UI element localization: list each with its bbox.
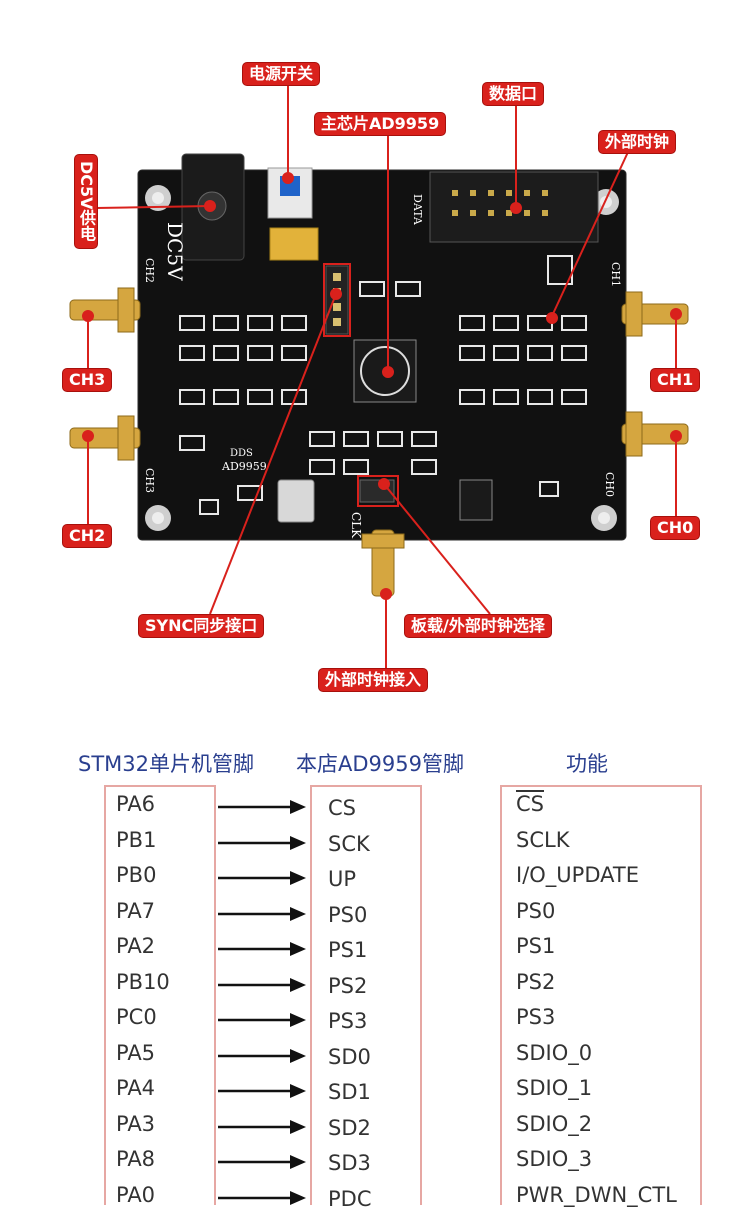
mapping-arrow bbox=[218, 835, 306, 850]
stm32-pin: PB1 bbox=[116, 827, 157, 852]
mapping-arrow bbox=[218, 1119, 306, 1134]
stm32-pin: PC0 bbox=[116, 1005, 157, 1029]
pin-function: PS2 bbox=[516, 969, 556, 994]
callout-sync-port: SYNC同步接口 bbox=[138, 614, 265, 638]
pin-function: CS bbox=[516, 792, 544, 816]
callout-clock-select: 板载/外部时钟选择 bbox=[404, 614, 552, 638]
column-box-function bbox=[500, 785, 702, 1205]
callout-external-clock: 外部时钟 bbox=[598, 130, 677, 154]
pin-function: PWR_DWN_CTL bbox=[516, 1182, 677, 1207]
callout-external-clock-input: 外部时钟接入 bbox=[318, 668, 429, 692]
ad9959-pin: UP bbox=[328, 867, 357, 891]
callout-ch2: CH2 bbox=[62, 524, 113, 548]
smd-components bbox=[179, 255, 587, 515]
mounting-holes bbox=[145, 185, 619, 531]
stm32-pin: PA4 bbox=[116, 1076, 156, 1100]
silk-ch3: CH3 bbox=[143, 468, 156, 493]
pin-function: SDIO_1 bbox=[516, 1076, 593, 1100]
mapping-arrow bbox=[218, 1013, 306, 1027]
mapping-arrow bbox=[218, 1155, 306, 1169]
sync-header bbox=[325, 265, 349, 335]
stm32-pin: PA0 bbox=[116, 1182, 156, 1207]
ad9959-pin: SD0 bbox=[328, 1044, 371, 1069]
column-box-ad9959 bbox=[310, 785, 422, 1205]
pin-function: PS0 bbox=[516, 898, 556, 923]
silk-ch2: CH2 bbox=[143, 258, 156, 283]
silk-dc5v: DC5V bbox=[163, 222, 187, 281]
ad9959-pin: SD3 bbox=[328, 1151, 371, 1175]
callout-main-chip: 主芯片AD9959 bbox=[314, 112, 447, 136]
stm32-pin: PB0 bbox=[116, 863, 157, 887]
mapping-arrow bbox=[218, 871, 306, 885]
pin-function: SDIO_2 bbox=[516, 1111, 593, 1136]
callout-lines bbox=[82, 84, 682, 668]
mapping-arrow bbox=[218, 906, 306, 921]
ad9959-pin: SCK bbox=[328, 831, 370, 856]
regulator bbox=[459, 479, 493, 521]
oscillator bbox=[277, 479, 315, 523]
board-photo: DC5V DATA CH2 CH3 CH1 CH0 CLK AD9959 DDS bbox=[69, 84, 689, 668]
ad9959-pin: SD2 bbox=[328, 1115, 371, 1140]
pin-function: PS3 bbox=[516, 1005, 556, 1029]
stm32-pin: PA7 bbox=[116, 898, 156, 923]
header-function: 功能 bbox=[566, 752, 608, 776]
callout-ch0: CH0 bbox=[650, 516, 701, 540]
silk-clk: CLK bbox=[349, 512, 363, 539]
callout-data-port: 数据口 bbox=[482, 82, 545, 106]
mapping-arrow bbox=[218, 1048, 306, 1063]
pin-function: PS1 bbox=[516, 934, 556, 958]
stm32-pin: PA6 bbox=[116, 792, 156, 816]
silk-ch0: CH0 bbox=[603, 472, 616, 497]
stm32-pin: PB10 bbox=[116, 969, 170, 994]
silk-data: DATA bbox=[411, 194, 424, 226]
ad9959-pin: PDC bbox=[328, 1186, 372, 1211]
stm32-pin: PA3 bbox=[116, 1111, 156, 1136]
mapping-arrow bbox=[218, 977, 306, 992]
ad9959-pin: SD1 bbox=[328, 1080, 371, 1104]
ad9959-pin: PS0 bbox=[328, 902, 368, 927]
mapping-arrow bbox=[218, 800, 306, 814]
pin-function: I/O_UPDATE bbox=[516, 863, 639, 887]
ad9959-pin: PS1 bbox=[328, 938, 368, 962]
ad9959-pin: CS bbox=[328, 796, 356, 820]
pin-function: SDIO_0 bbox=[516, 1040, 593, 1065]
header-stm32: STM32单片机管脚 bbox=[78, 752, 254, 776]
callout-dc5v-supply: DC5V供电 bbox=[74, 154, 98, 249]
callout-ch1: CH1 bbox=[650, 368, 701, 392]
mapping-arrow bbox=[218, 1084, 306, 1098]
silk-ch1: CH1 bbox=[609, 262, 622, 287]
callout-power-switch: 电源开关 bbox=[242, 62, 321, 86]
pin-function: SDIO_3 bbox=[516, 1147, 593, 1171]
header-ad9959: 本店AD9959管脚 bbox=[296, 752, 464, 776]
ad9959-pin: PS2 bbox=[328, 973, 368, 998]
callout-ch3: CH3 bbox=[62, 368, 113, 392]
stm32-pin: PA2 bbox=[116, 934, 156, 958]
column-box-stm32 bbox=[104, 785, 216, 1205]
ad9959-pin: PS3 bbox=[328, 1009, 368, 1033]
pin-function: SCLK bbox=[516, 827, 570, 852]
mapping-arrow bbox=[218, 942, 306, 956]
stm32-pin: PA5 bbox=[116, 1040, 156, 1065]
stm32-pin: PA8 bbox=[116, 1147, 156, 1171]
silk-dds: DDS bbox=[230, 448, 253, 459]
silk-model: AD9959 bbox=[221, 460, 267, 473]
